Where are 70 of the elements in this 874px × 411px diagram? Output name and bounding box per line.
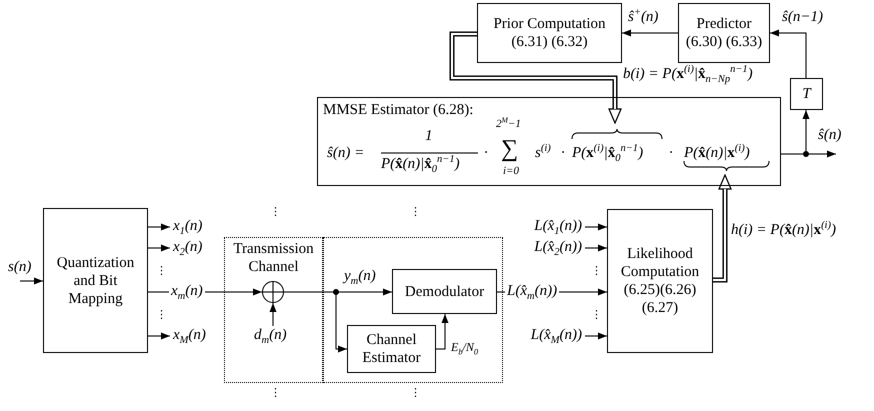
vertical-ellipsis: ⋮ <box>156 265 167 276</box>
double-arrow <box>713 174 732 282</box>
arrow <box>584 224 608 230</box>
sum-limit: i=0 <box>503 165 519 178</box>
vertical-ellipsis: ⋮ <box>410 387 421 398</box>
vertical-ellipsis: ⋮ <box>591 309 602 320</box>
summation-sign: ∑ <box>501 137 518 161</box>
edge-label: L(x̂$_{1}$(n)) <box>534 218 582 236</box>
box-label: T <box>802 85 811 103</box>
box-label: Predictor (6.30) (6.33) <box>684 15 764 51</box>
vertical-ellipsis: ⋮ <box>270 387 281 398</box>
formula-term: s$^{(i)}$ <box>535 145 551 162</box>
arrow <box>148 224 170 230</box>
edge-label: L(x̂$_{2}$(n)) <box>534 239 582 256</box>
formula-term: P(x$^{(i)}$|x̂$_{0}$$^{n−1}$) <box>572 145 644 162</box>
edge-label: d$_{m}$(n) <box>254 327 287 344</box>
arrow <box>20 278 44 284</box>
channel-region <box>224 237 323 383</box>
edge-label: L(x̂$_{M}$(n)) <box>530 327 582 344</box>
process-box <box>678 3 770 63</box>
edge-label: s(n) <box>8 259 32 276</box>
process-box <box>392 269 497 314</box>
adder-symbol <box>262 281 284 303</box>
process-box <box>43 208 148 353</box>
box-label: Likelihood Computation (6.25)(6.26) (6.27) <box>620 245 700 317</box>
arrow <box>584 244 608 252</box>
vertical-ellipsis: ⋮ <box>156 309 167 320</box>
vertical-ellipsis: ⋮ <box>591 265 602 276</box>
edge-label: y$_{m}$(n) <box>344 268 376 286</box>
box-label: Transmission Channel <box>232 240 315 276</box>
arrow <box>148 332 170 340</box>
box-label: Channel Estimator <box>361 331 422 367</box>
edge-label: x$_{M}$(n) <box>173 327 206 344</box>
edge-label: E$_{b}$/N$_{0}$ <box>451 341 478 355</box>
arrow <box>436 314 448 350</box>
edge-label: x$_{m}$(n) <box>169 283 205 300</box>
edge-label: b(i) = P(x$^{(i)}$|x̂$_{n−Np}$$^{n−1}$) <box>623 66 753 84</box>
math-operator: · <box>484 145 488 162</box>
box-label: Demodulator <box>404 282 484 300</box>
edge-label: ŝ(n) <box>818 127 842 144</box>
vertical-ellipsis: ⋮ <box>410 206 421 217</box>
math-operator: · <box>561 145 565 162</box>
arrow <box>622 30 678 36</box>
edge-label: x$_{2}$(n) <box>173 239 202 256</box>
edge-label: L(x̂$_{m}$(n)) <box>505 283 560 300</box>
arrow <box>148 244 170 252</box>
fraction-numerator: 1 <box>425 128 432 146</box>
sum-limit: 2$^{M}$−1 <box>496 118 521 131</box>
box-label: Prior Computation (6.31) (6.32) <box>492 15 607 51</box>
edge-label: ŝ(n−1) <box>782 9 823 26</box>
double-arrow <box>450 32 622 124</box>
process-box <box>607 209 713 353</box>
arrow <box>584 332 608 340</box>
fraction-denominator: P(x̂(n)|x̂$_{0}$$^{n−1}$) <box>381 156 460 174</box>
math-operator: · <box>669 145 673 162</box>
estimator-box <box>317 97 781 186</box>
formula-term: ŝ(n) = <box>327 145 364 162</box>
arrow <box>270 302 276 326</box>
process-box <box>477 3 622 63</box>
edge-label: ŝ$^{+}$(n) <box>628 9 658 26</box>
box-title: MMSE Estimator (6.28): <box>323 102 474 120</box>
delay-box <box>790 78 823 110</box>
receiver-region <box>323 237 503 383</box>
edge-label: h(i) = P(x̂(n)|x$^{(i)}$) <box>731 222 836 240</box>
process-box <box>347 325 436 373</box>
vertical-ellipsis: ⋮ <box>270 206 281 217</box>
formula-term: P(x̂(n)|x$^{(i)}$) <box>684 145 750 162</box>
box-label: Quantization and Bit Mapping <box>56 254 136 308</box>
edge-label: x$_{1}$(n) <box>173 218 202 236</box>
arrow <box>770 30 806 78</box>
